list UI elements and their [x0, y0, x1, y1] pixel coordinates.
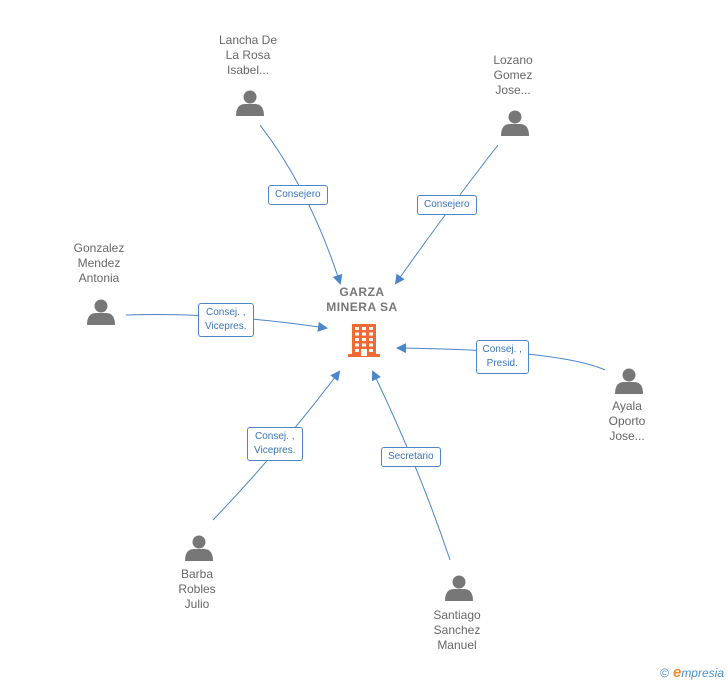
brand-logo-e: e	[672, 664, 682, 681]
building-icon[interactable]	[348, 324, 380, 357]
person-name[interactable]: Santiago Sanchez Manuel	[433, 608, 481, 652]
person-icon[interactable]	[236, 90, 264, 117]
person-icon[interactable]	[445, 575, 473, 602]
person-icon[interactable]	[615, 368, 643, 395]
relationship-edge	[396, 343, 606, 371]
role-label: Consej. , Vicepres.	[198, 303, 254, 337]
relationship-edge	[371, 370, 451, 561]
role-label: Consejero	[268, 185, 328, 205]
person-name[interactable]: Ayala Oporto Jose...	[608, 399, 646, 443]
company-name[interactable]: GARZA MINERA SA	[326, 285, 398, 314]
brand-footer: © empresia	[660, 664, 724, 681]
role-label: Secretario	[381, 447, 441, 467]
person-name[interactable]: Gonzalez Mendez Antonia	[73, 241, 125, 285]
person-name[interactable]: Lancha De La Rosa Isabel...	[218, 33, 278, 77]
person-name[interactable]: Barba Robles Julio	[178, 567, 216, 611]
person-icon[interactable]	[501, 110, 529, 137]
role-label: Consejero	[417, 195, 477, 215]
role-label: Consej. , Vicepres.	[247, 427, 303, 461]
person-icon[interactable]	[185, 535, 213, 562]
brand-logo-text: mpresia	[681, 666, 724, 680]
role-label: Consej. , Presid.	[475, 340, 529, 374]
person-icon[interactable]	[87, 299, 115, 326]
person-name[interactable]: Lozano Gomez Jose...	[493, 53, 533, 97]
copyright-icon: ©	[660, 665, 669, 680]
